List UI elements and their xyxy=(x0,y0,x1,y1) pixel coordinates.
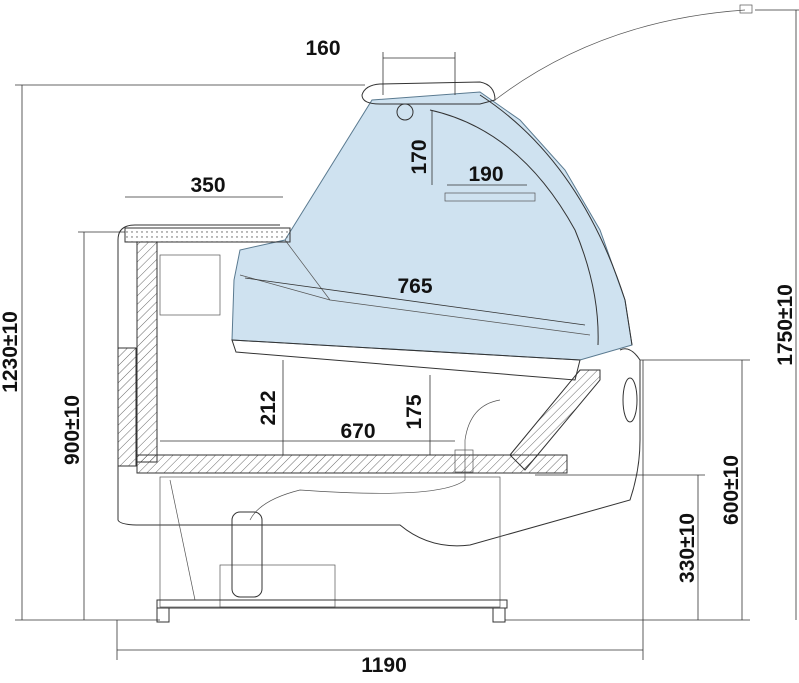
dimension-lines xyxy=(15,9,799,660)
drain-pipe xyxy=(249,399,501,521)
light-fixture xyxy=(396,103,414,121)
base-floor xyxy=(136,454,568,474)
front-foot xyxy=(492,607,506,623)
rear-drawer xyxy=(159,254,221,316)
display-tray xyxy=(231,339,581,381)
front-glass-inner xyxy=(429,109,599,346)
machine-compartment xyxy=(159,476,501,608)
dim-display-depth: 765 xyxy=(397,275,432,298)
dim-display-tray-height: 212 xyxy=(257,390,280,425)
dim-front-base-height: 600±10 xyxy=(720,455,743,525)
dim-overall-depth: 1190 xyxy=(361,654,407,677)
rear-glass xyxy=(284,239,331,301)
dim-front-tray-height: 175 xyxy=(403,394,426,429)
front-wall xyxy=(509,369,601,471)
plinth-rail xyxy=(156,599,508,609)
dim-work-top-height: 1230±10 xyxy=(0,311,22,393)
compressor xyxy=(231,511,263,598)
dim-light-height: 170 xyxy=(408,139,431,174)
rear-panel xyxy=(117,347,137,467)
dim-counter-height: 900±10 xyxy=(61,395,84,465)
body-outline xyxy=(117,240,641,547)
front-glass-outer xyxy=(479,94,633,346)
dim-upper-shelf-depth: 190 xyxy=(468,163,503,186)
upper-shelf xyxy=(444,192,536,202)
front-grille xyxy=(622,377,638,423)
dim-work-shelf-depth: 350 xyxy=(190,174,225,197)
brace xyxy=(169,479,196,601)
dim-top-canopy-width: 160 xyxy=(305,37,340,60)
rear-wall xyxy=(136,241,158,463)
glass-hinge xyxy=(739,4,753,14)
condensing-unit xyxy=(219,564,336,608)
top-canopy xyxy=(361,81,496,105)
work-top xyxy=(124,227,291,243)
dim-overall-height: 1750±10 xyxy=(774,284,797,366)
body-rear-top xyxy=(117,224,280,241)
dim-base-depth: 670 xyxy=(340,420,375,443)
pipe-junction xyxy=(454,449,474,473)
dim-plinth-height: 330±10 xyxy=(676,513,699,583)
raised-glass-arc xyxy=(494,9,746,101)
rear-foot xyxy=(156,607,170,623)
